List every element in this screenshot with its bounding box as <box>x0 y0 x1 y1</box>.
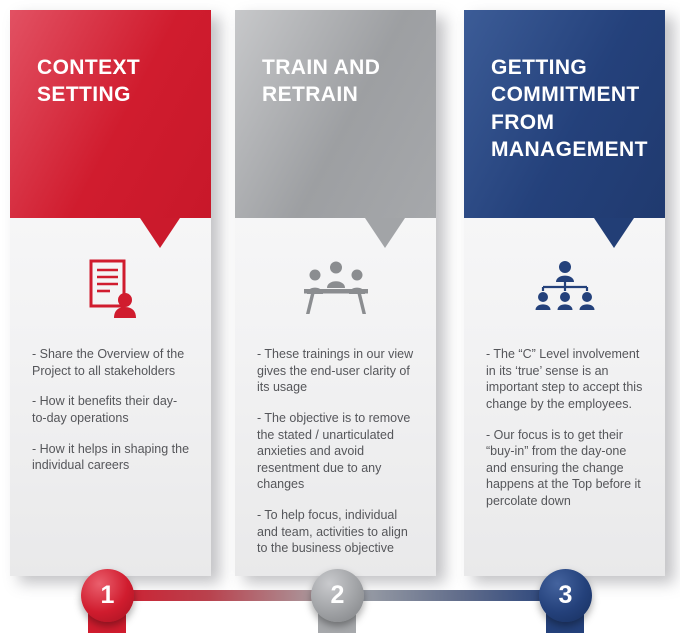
card-context-setting: CONTEXT SETTING <box>10 10 211 576</box>
bullet-point: - How it benefits their day-to-day opera… <box>32 394 178 425</box>
meeting-table-icon <box>235 256 436 320</box>
document-person-icon <box>10 256 211 320</box>
step-circle-3: 3 <box>539 569 592 622</box>
step-number-3: 3 <box>558 581 573 609</box>
step-number-1: 1 <box>100 581 115 609</box>
bullet-point: - The objective is to remove the stated … <box>257 410 411 492</box>
bullet-point: - To help focus, individual and team, ac… <box>257 508 408 556</box>
bullet-point: - How it helps in shaping the individual… <box>32 441 190 473</box>
card-title-train-retrain: TRAIN AND RETRAIN <box>262 56 381 107</box>
step-circle-1: 1 <box>81 569 134 622</box>
speech-pointer-gray <box>365 218 405 248</box>
step-number-2: 2 <box>330 581 345 609</box>
step-circle-2: 2 <box>311 569 364 622</box>
bullet-point: - These trainings in our view gives the … <box>257 347 414 395</box>
card-train-retrain: TRAIN AND RETRAIN - These trainings i <box>235 10 436 576</box>
org-chart-icon <box>464 256 665 320</box>
bullet-point: - Share the Overview of the Project to a… <box>32 347 185 378</box>
card-header-train-retrain: TRAIN AND RETRAIN <box>235 10 436 248</box>
speech-pointer-red <box>140 218 180 248</box>
card-title-management-commitment: GETTING COMMITMENT FROM MANAGEMENT <box>491 56 648 161</box>
bullet-list-management-commitment: - The “C” Level involvement in its ‘true… <box>464 346 665 510</box>
bullet-point: - The “C” Level involvement in its ‘true… <box>486 347 643 411</box>
card-management-commitment: GETTING COMMITMENT FROM MANAGEMENT <box>464 10 665 576</box>
card-body-context-setting: - Share the Overview of the Project to a… <box>10 256 211 474</box>
card-title-context-setting: CONTEXT SETTING <box>37 56 141 107</box>
bullet-list-train-retrain: - These trainings in our view gives the … <box>235 346 436 557</box>
speech-pointer-blue <box>594 218 634 248</box>
card-header-management-commitment: GETTING COMMITMENT FROM MANAGEMENT <box>464 10 665 248</box>
bullet-point: - Our focus is to get their “buy-in” fro… <box>486 427 641 509</box>
card-body-train-retrain: - These trainings in our view gives the … <box>235 256 436 557</box>
card-body-management-commitment: - The “C” Level involvement in its ‘true… <box>464 256 665 510</box>
bullet-list-context-setting: - Share the Overview of the Project to a… <box>10 346 211 474</box>
card-header-context-setting: CONTEXT SETTING <box>10 10 211 248</box>
